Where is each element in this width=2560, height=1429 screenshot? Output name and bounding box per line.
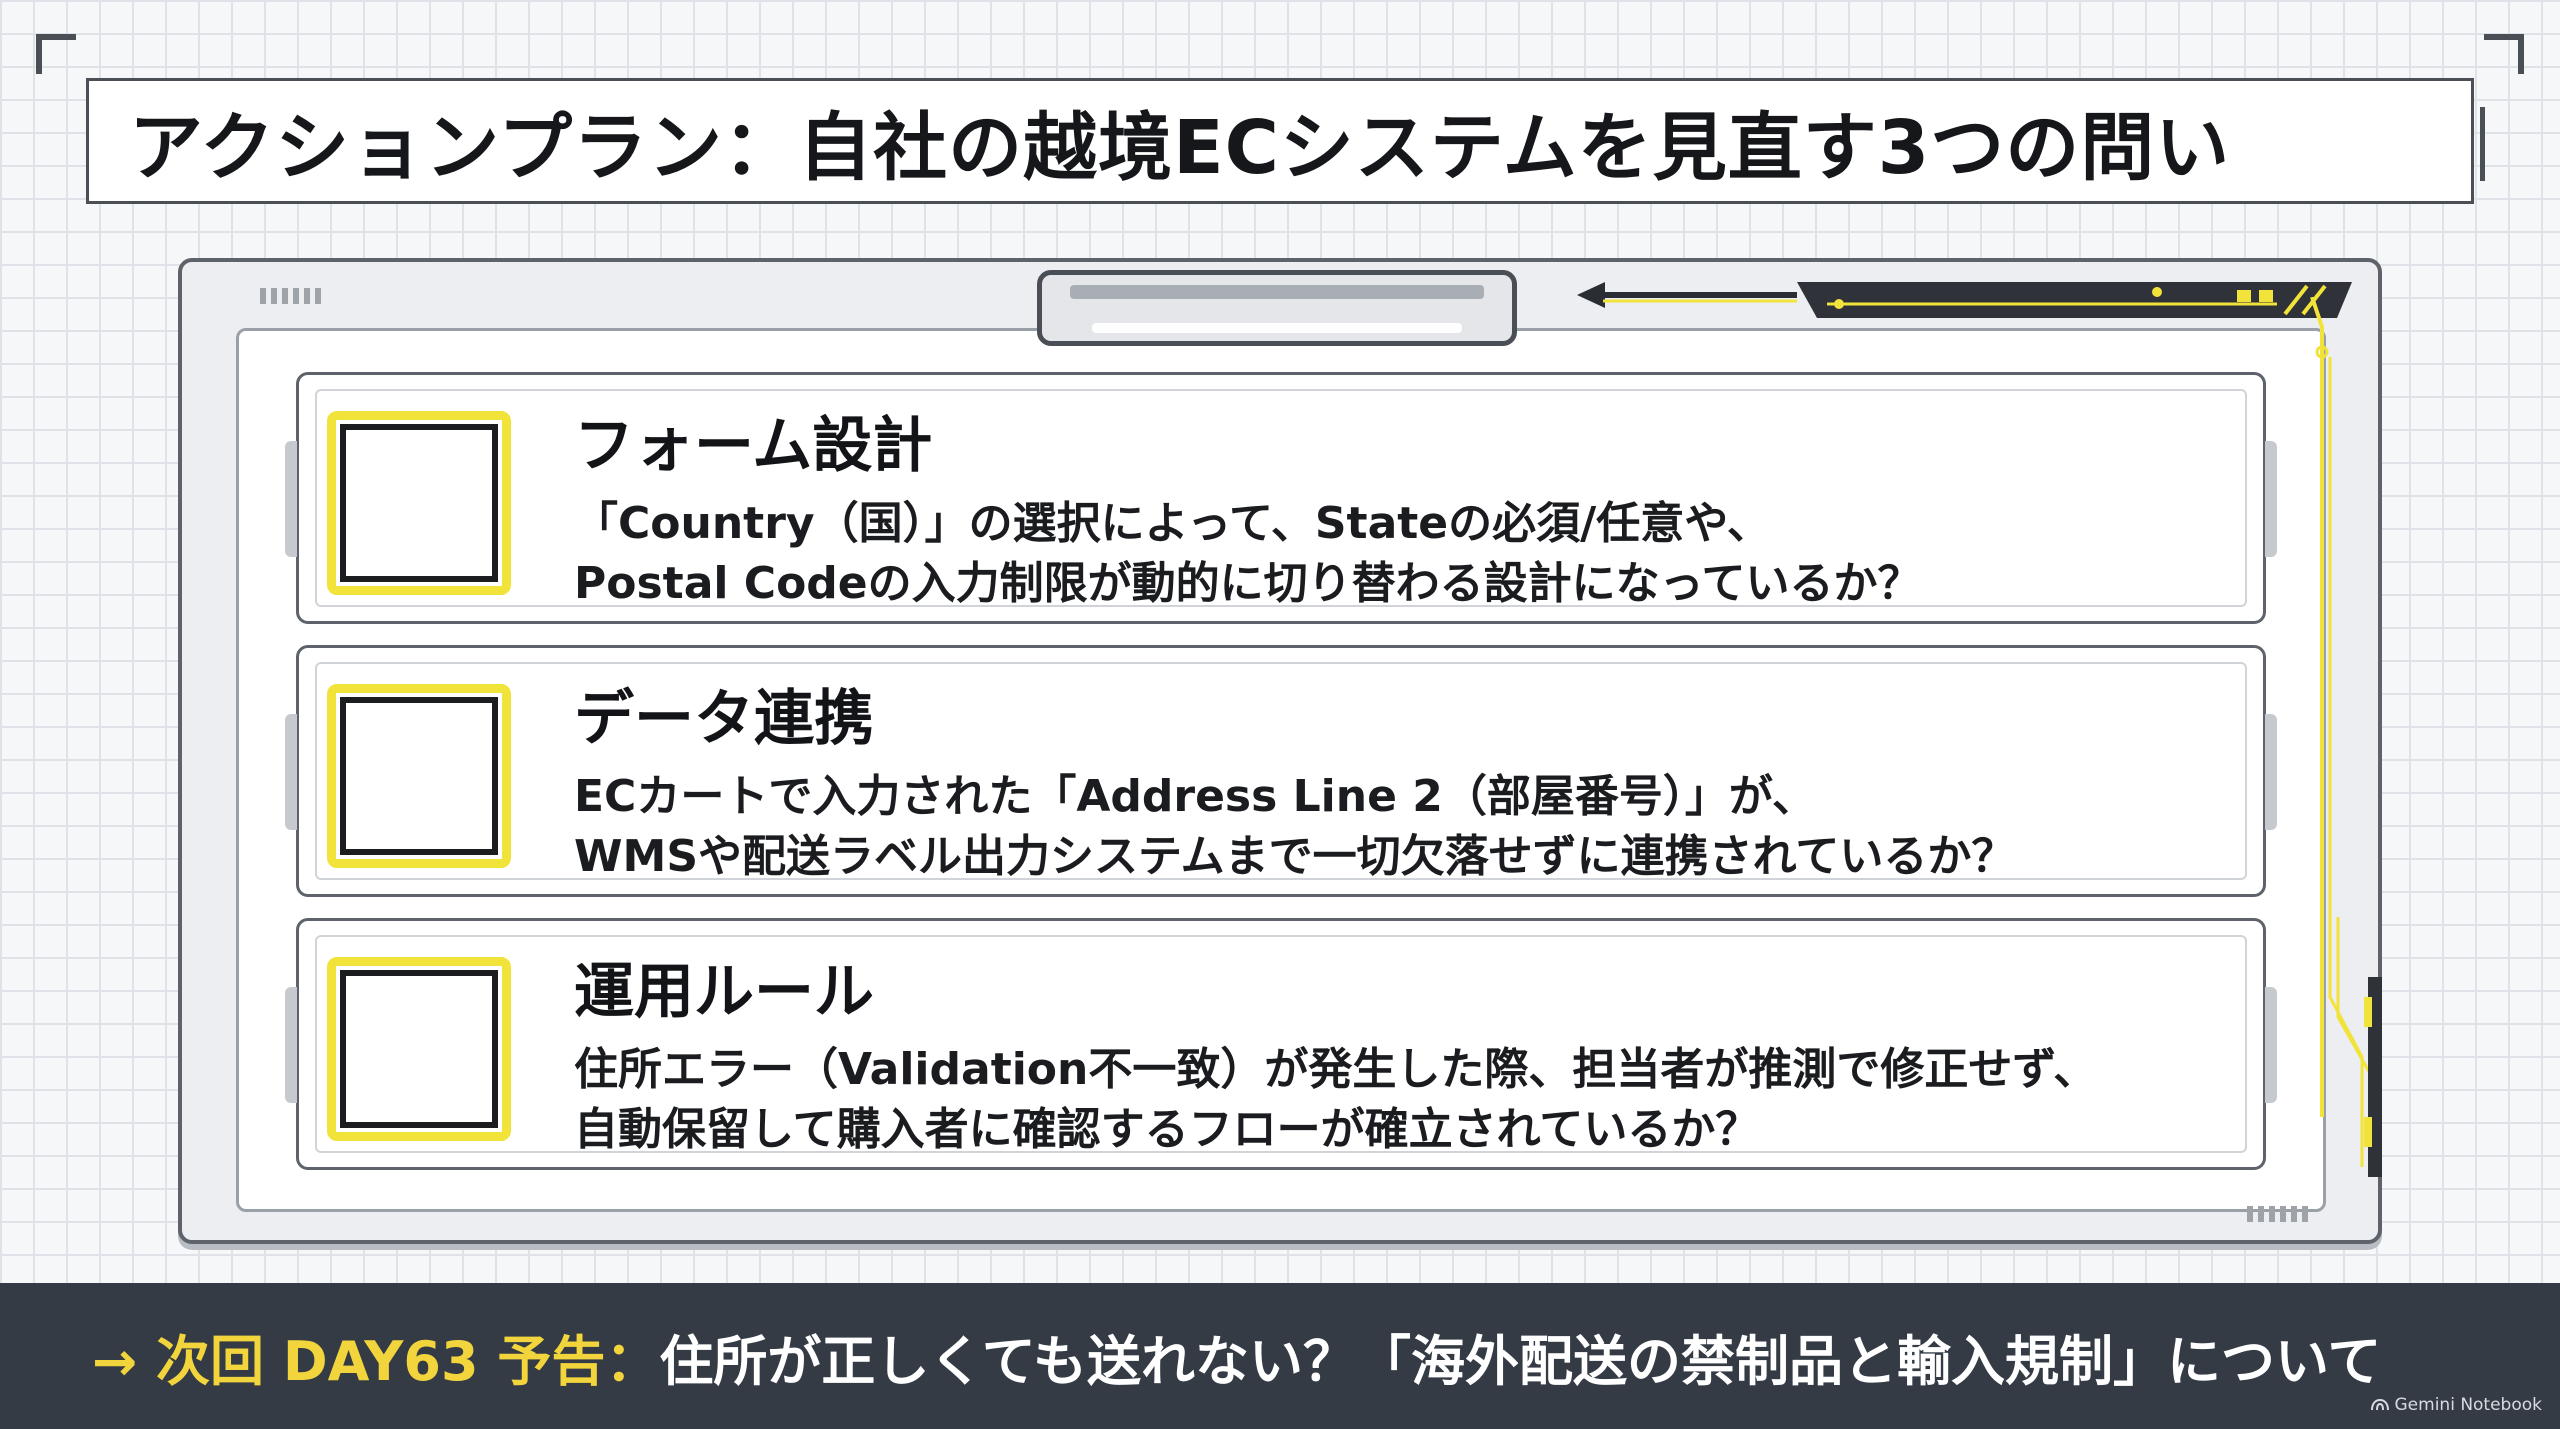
- item-text-line-1: ECカートで入力された「Address Line 2（部屋番号）」が、: [574, 771, 1816, 822]
- watermark-text: Gemini Notebook: [2394, 1395, 2543, 1415]
- item-text-line-1: 「Country（国）」の選択によって、Stateの必須/任意や、: [574, 498, 1771, 549]
- item-heading: フォーム設計: [574, 411, 933, 481]
- checklist-item-data-integration: データ連携 ECカートで入力された「Address Line 2（部屋番号）」が…: [285, 645, 2277, 897]
- vent-decoration: [260, 288, 321, 304]
- clipboard-panel: フォーム設計 「Country（国）」の選択によって、Stateの必須/任意や、…: [178, 258, 2382, 1244]
- item-heading: データ連携: [574, 684, 874, 754]
- item-text-line-1: 住所エラー（Validation不一致）が発生した際、担当者が推測で修正せず、: [574, 1044, 2098, 1095]
- gemini-logo-icon: [2370, 1399, 2389, 1411]
- watermark: Gemini Notebook: [2370, 1395, 2543, 1415]
- checkbox[interactable]: [327, 684, 511, 868]
- frame-corner-top-left: [36, 34, 76, 74]
- checklist-item-operation-rules: 運用ルール 住所エラー（Validation不一致）が発生した際、担当者が推測で…: [285, 918, 2277, 1170]
- checkbox[interactable]: [327, 411, 511, 595]
- checkbox[interactable]: [327, 957, 511, 1141]
- circuit-decoration: [2310, 297, 2382, 1177]
- clipboard-clip: [1037, 270, 1517, 346]
- page-title: アクションプラン：自社の越境ECシステムを見直す3つの問い: [129, 104, 2231, 191]
- item-heading: 運用ルール: [574, 957, 874, 1027]
- item-text-line-2: WMSや配送ラベル出力システムまで一切欠落せずに連携されているか？: [574, 831, 2016, 882]
- footer-body: 住所が正しくても送れない？「海外配送の禁制品と輸入規制」について: [659, 1329, 2382, 1393]
- footer-label: → 次回 DAY63 予告：: [92, 1329, 660, 1393]
- vent-decoration: [2247, 1206, 2308, 1222]
- footer-text: → 次回 DAY63 予告：住所が正しくても送れない？「海外配送の禁制品と輸入規…: [92, 1317, 2381, 1396]
- tech-decoration: [1577, 282, 2352, 318]
- item-text-line-2: 自動保留して購入者に確認するフローが確立されているか？: [574, 1104, 1760, 1155]
- title-bar: アクションプラン：自社の越境ECシステムを見直す3つの問い: [86, 78, 2485, 204]
- item-text-line-2: Postal Codeの入力制限が動的に切り替わる設計になっているか？: [574, 558, 1922, 609]
- checklist-item-form-design: フォーム設計 「Country（国）」の選択によって、Stateの必須/任意や、…: [285, 372, 2277, 624]
- frame-corner-top-right: [2484, 34, 2524, 74]
- next-episode-footer: → 次回 DAY63 予告：住所が正しくても送れない？「海外配送の禁制品と輸入規…: [0, 1283, 2560, 1429]
